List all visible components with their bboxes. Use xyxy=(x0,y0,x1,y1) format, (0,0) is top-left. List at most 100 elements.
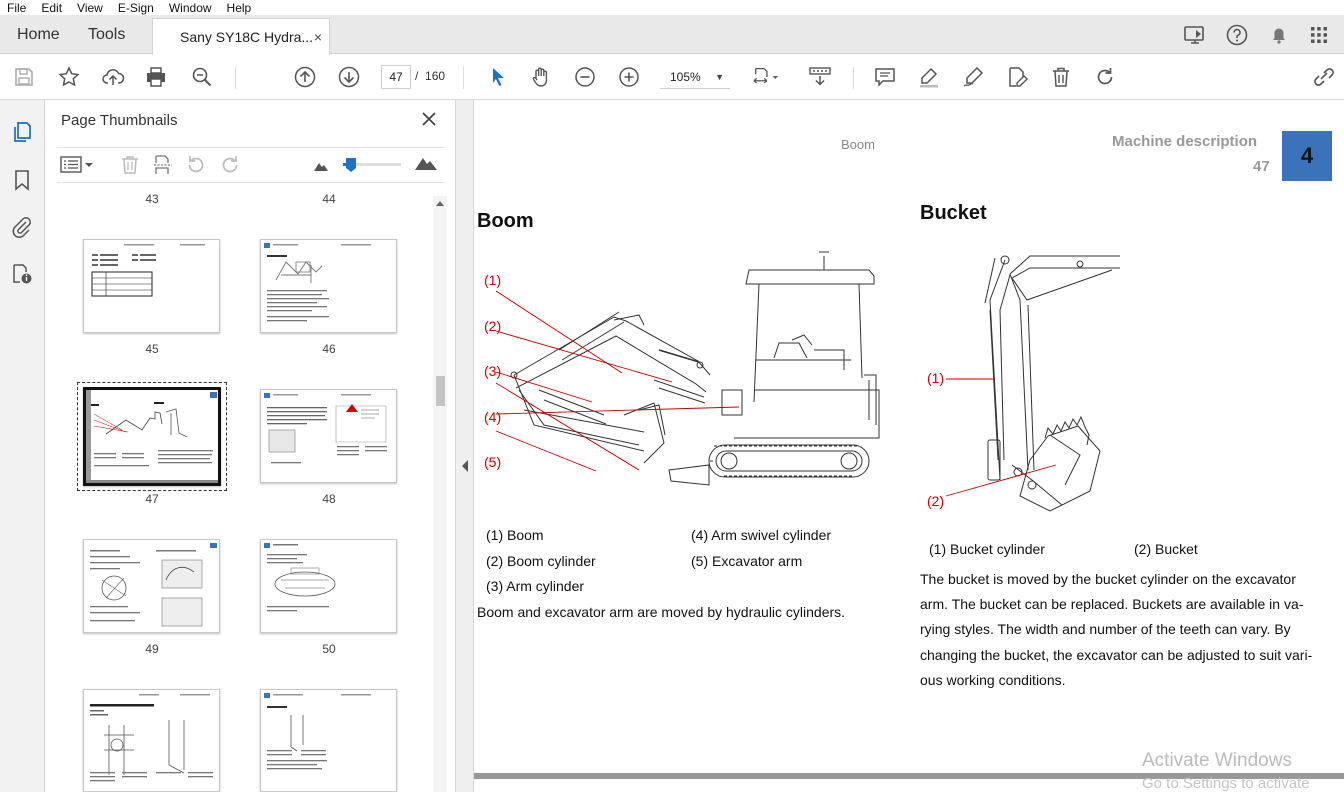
next-page-icon[interactable] xyxy=(335,63,363,91)
large-mountain-icon xyxy=(414,155,438,176)
boom-legend-5: (5) Excavator arm xyxy=(691,553,803,569)
bucket-callout-1: (1) xyxy=(927,370,944,386)
insert-page-icon[interactable] xyxy=(152,154,174,181)
zoom-level: 105% xyxy=(670,70,701,84)
boom-legend-4: (4) Arm swivel cylinder xyxy=(691,527,832,543)
edit-pdf-icon[interactable] xyxy=(1003,63,1031,91)
close-panel-icon[interactable] xyxy=(420,110,438,128)
bucket-legend-2: (2) Bucket xyxy=(1134,541,1198,557)
page-number-input[interactable]: 47 xyxy=(381,65,411,89)
panel-collapse-bar[interactable] xyxy=(456,100,474,792)
boom-heading: Boom xyxy=(477,210,534,232)
chevron-down-icon: ▼ xyxy=(715,72,724,82)
tab-home[interactable]: Home xyxy=(17,26,60,43)
thumbnail-options-icon[interactable] xyxy=(59,154,97,181)
rotate-counterclockwise-icon[interactable] xyxy=(185,154,207,181)
tab-tools[interactable]: Tools xyxy=(88,26,126,43)
menu-help[interactable]: Help xyxy=(226,0,252,15)
page-thumbnail[interactable] xyxy=(260,689,397,792)
rotate-clockwise-icon[interactable] xyxy=(219,154,241,181)
activation-watermark-title: Activate Windows xyxy=(1142,750,1292,771)
page-thumbnail-selected[interactable] xyxy=(83,387,221,486)
tab-document[interactable]: Sany SY18C Hydra... × xyxy=(152,18,330,55)
menu-view[interactable]: View xyxy=(77,0,103,15)
boom-callout-3: (3) xyxy=(484,363,501,379)
order-pages-info-icon[interactable] xyxy=(10,262,34,286)
bucket-description: The bucket is moved by the bucket cylind… xyxy=(920,567,1312,693)
link-share-icon[interactable] xyxy=(1310,63,1338,91)
slider-handle-icon[interactable] xyxy=(345,157,357,173)
thumbnail-toolbar xyxy=(57,147,445,183)
boom-legend-2: (2) Boom cylinder xyxy=(486,553,596,569)
bookmarks-icon[interactable] xyxy=(10,168,34,192)
notifications-bell-icon[interactable] xyxy=(1266,22,1292,48)
boom-callout-2: (2) xyxy=(484,318,501,334)
page-thumbnail[interactable] xyxy=(260,389,397,483)
select-pointer-icon[interactable] xyxy=(484,63,512,91)
draw-signature-icon[interactable] xyxy=(959,63,987,91)
thumbnail-label: 45 xyxy=(145,342,159,356)
apps-grid-icon[interactable] xyxy=(1306,22,1332,48)
boom-legend-3: (3) Arm cylinder xyxy=(486,578,585,594)
navigation-rail xyxy=(0,100,45,792)
thumbnail-label: 44 xyxy=(322,192,336,206)
page-thumbnail[interactable] xyxy=(83,539,220,633)
section-header: Machine description xyxy=(1112,133,1258,150)
menu-window[interactable]: Window xyxy=(168,0,212,15)
zoom-in-icon[interactable] xyxy=(615,63,643,91)
activation-watermark-subtitle: Go to Settings to activate Windows. xyxy=(1142,775,1310,792)
scrolling-mode-icon[interactable] xyxy=(806,63,834,91)
comment-icon[interactable] xyxy=(871,63,899,91)
bucket-heading: Bucket xyxy=(920,202,987,224)
bucket-description-line: ous working conditions. xyxy=(920,671,1066,688)
thumbnail-scrollbar[interactable] xyxy=(433,196,447,792)
upload-cloud-icon[interactable] xyxy=(99,63,127,91)
menu-esign[interactable]: E-Sign xyxy=(117,0,154,15)
running-header: Boom xyxy=(841,137,875,152)
rotate-redo-icon[interactable] xyxy=(1091,63,1119,91)
thumbnail-list: 43 44 45 46 47 48 49 50 xyxy=(45,186,435,792)
toolbar-divider xyxy=(235,67,236,89)
highlight-pen-icon[interactable] xyxy=(915,63,943,91)
menu-file[interactable]: File xyxy=(7,0,27,15)
page-boundary xyxy=(474,773,1344,779)
thumbnail-size-slider[interactable] xyxy=(343,157,403,173)
thumbnail-label: 46 xyxy=(322,342,336,356)
delete-page-icon[interactable] xyxy=(119,154,141,181)
share-screen-icon[interactable] xyxy=(1182,22,1208,48)
total-pages: 160 xyxy=(425,69,446,83)
page-total: / 160 xyxy=(415,69,445,83)
document-page: Boom Machine description 47 4 Boom xyxy=(474,100,1344,792)
help-icon[interactable] xyxy=(1224,22,1250,48)
main-toolbar: 47 / 160 105% ▼ xyxy=(0,55,1344,100)
bucket-description-line: arm. The bucket can be replaced. Buckets… xyxy=(920,596,1304,613)
page-thumbnail[interactable] xyxy=(260,539,397,633)
menu-bar: File Edit View E-Sign Window Help xyxy=(0,0,1344,15)
menu-edit[interactable]: Edit xyxy=(41,0,63,15)
page-thumbnail[interactable] xyxy=(260,239,397,333)
fit-page-icon[interactable] xyxy=(752,63,780,91)
tab-bar: Home Tools Sany SY18C Hydra... × xyxy=(0,15,1344,55)
print-icon[interactable] xyxy=(142,63,170,91)
close-tab-icon[interactable]: × xyxy=(313,29,322,45)
chapter-badge: 4 xyxy=(1282,131,1332,181)
zoom-search-icon[interactable] xyxy=(188,63,216,91)
zoom-out-icon[interactable] xyxy=(571,63,599,91)
scrollbar-thumb[interactable] xyxy=(436,376,445,406)
page-thumbnail[interactable] xyxy=(83,239,220,333)
delete-trash-icon[interactable] xyxy=(1047,63,1075,91)
attachments-paperclip-icon[interactable] xyxy=(10,215,34,239)
bookmark-star-icon[interactable] xyxy=(55,63,83,91)
collapse-arrow-icon[interactable] xyxy=(461,460,469,472)
page-thumbnail[interactable] xyxy=(83,689,220,792)
save-icon[interactable] xyxy=(10,63,38,91)
hand-tool-icon[interactable] xyxy=(527,63,555,91)
boom-callout-4: (4) xyxy=(484,409,501,425)
zoom-level-select[interactable]: 105% ▼ xyxy=(660,65,730,89)
page-thumbnails-icon[interactable] xyxy=(10,120,34,144)
scroll-up-arrow-icon[interactable] xyxy=(436,200,444,206)
toolbar-divider xyxy=(853,67,854,89)
thumbnail-label: 49 xyxy=(145,642,159,656)
bucket-description-line: changing the bucket, the excavator can b… xyxy=(920,646,1313,663)
previous-page-icon[interactable] xyxy=(291,63,319,91)
